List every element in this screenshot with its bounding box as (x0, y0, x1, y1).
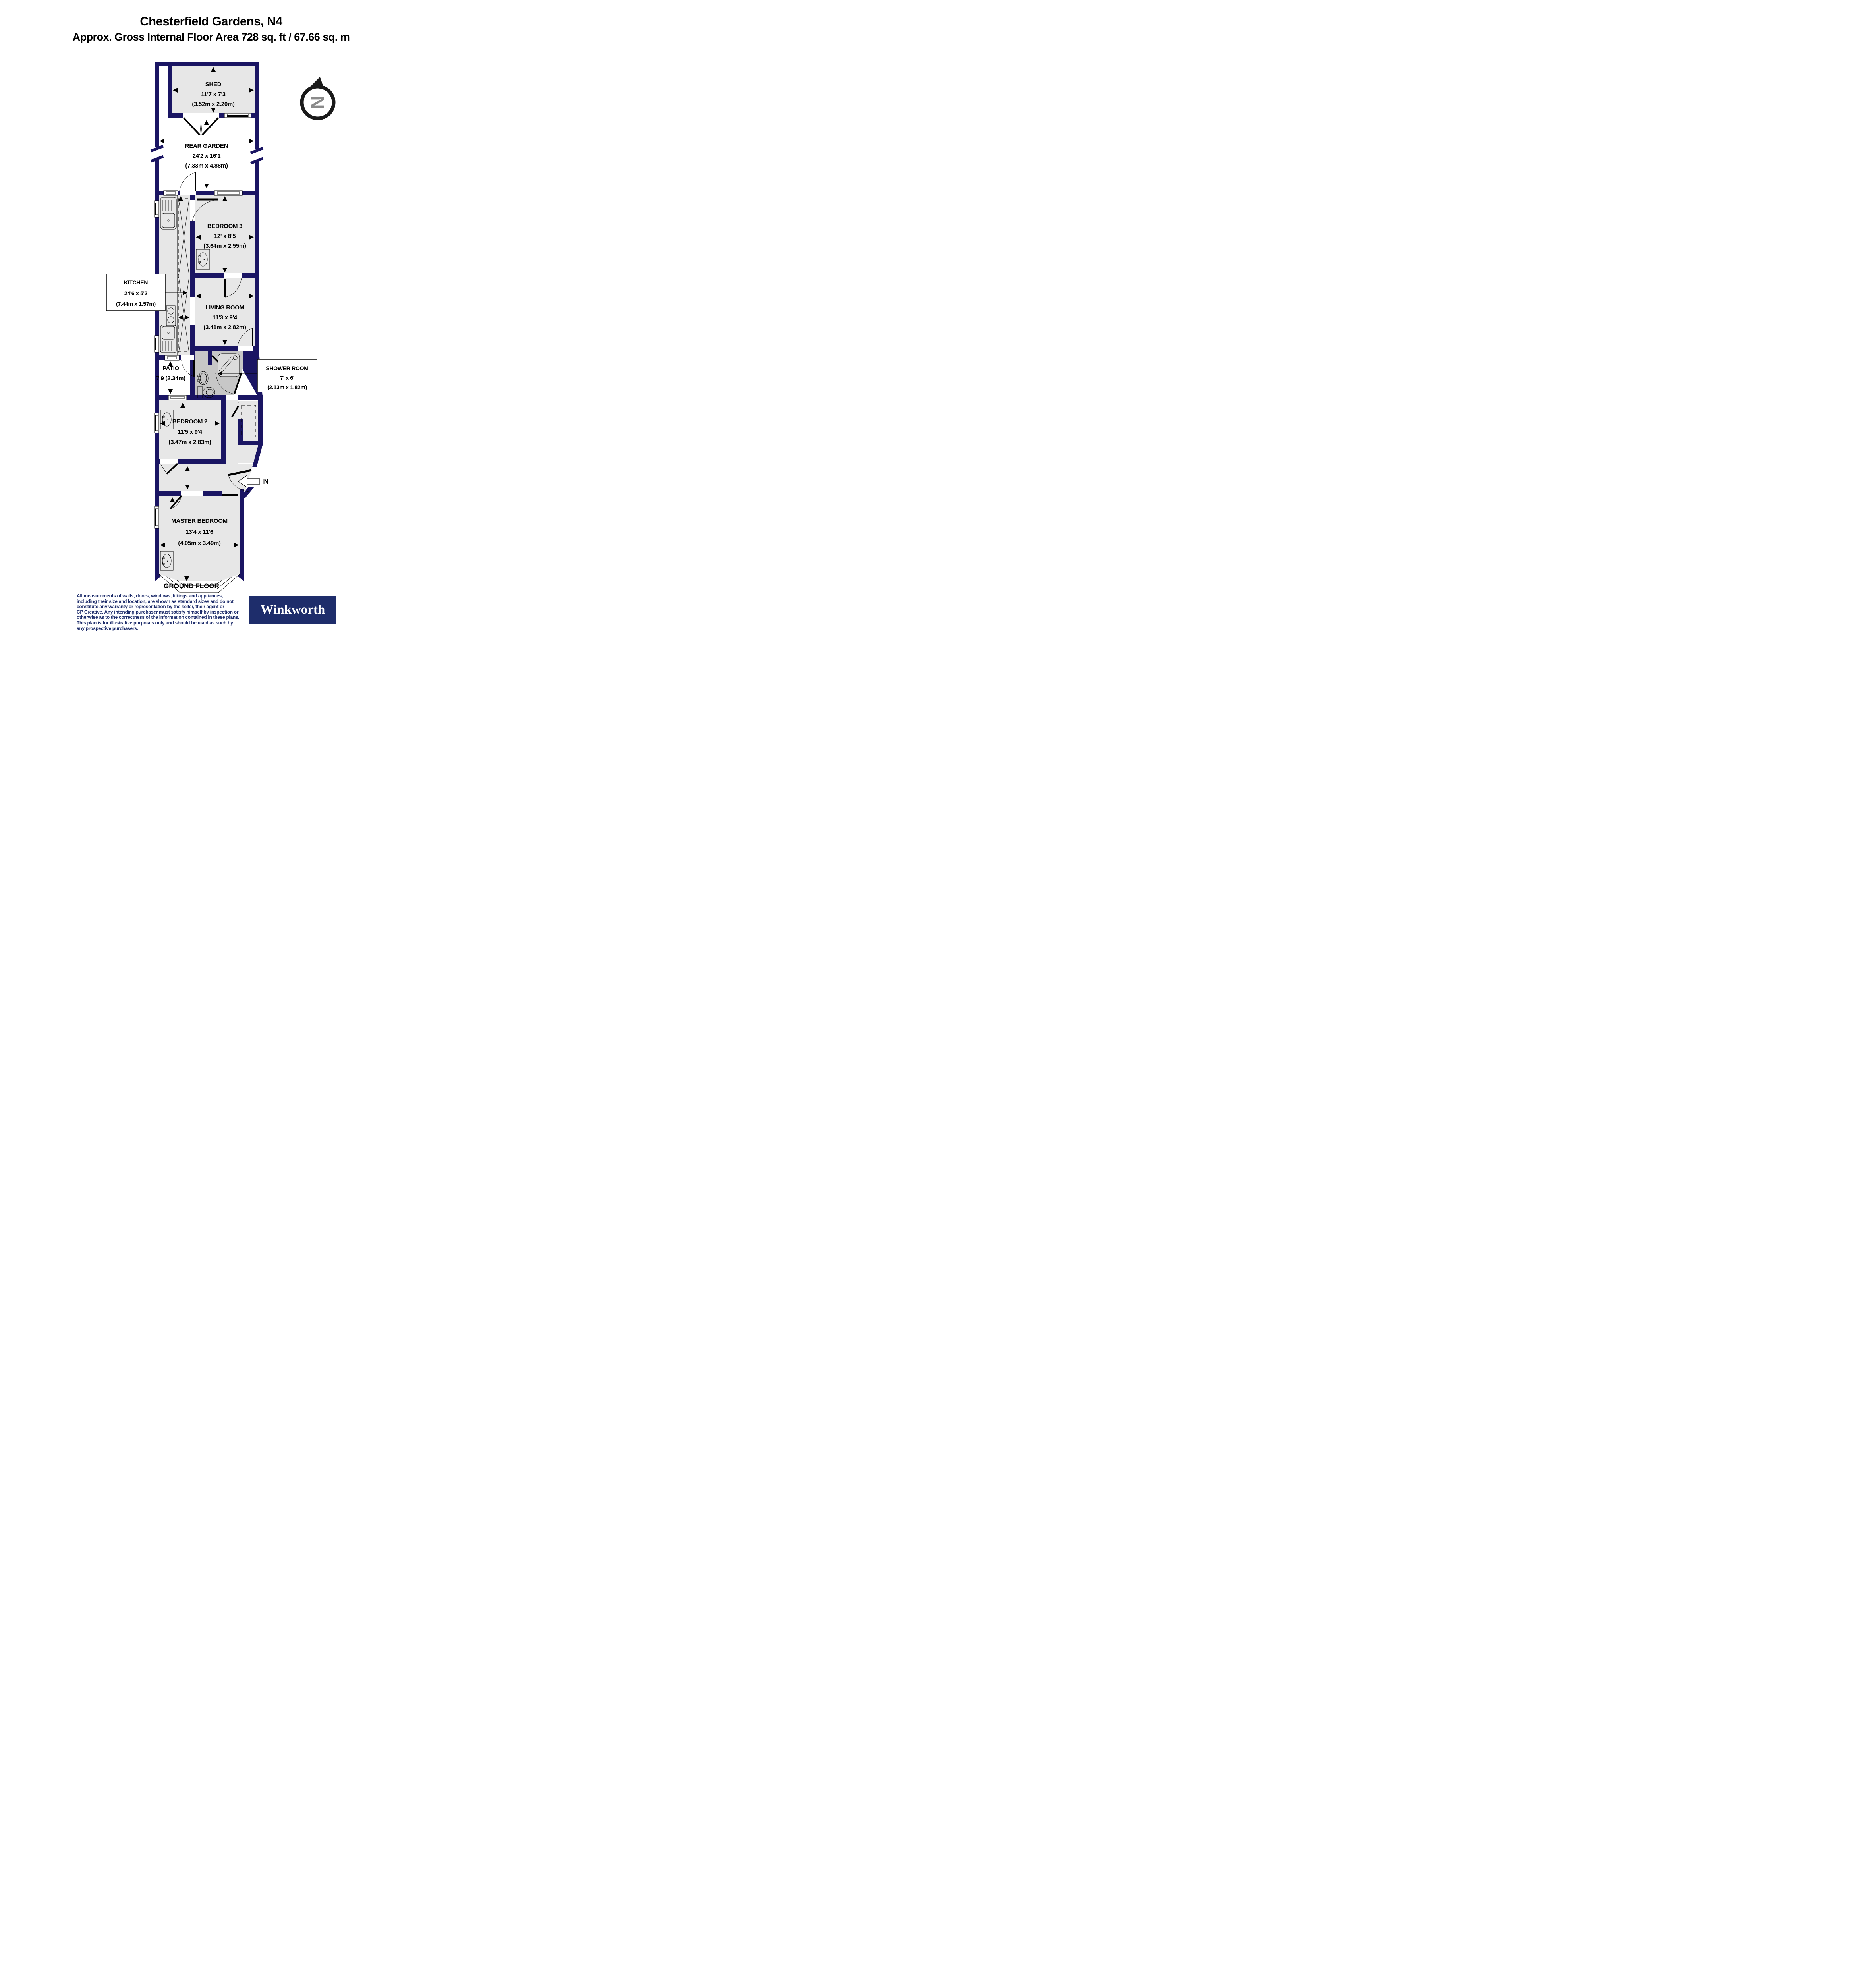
shed-label: SHED (205, 81, 222, 88)
window-icon (168, 395, 187, 400)
page-title: Chesterfield Gardens, N4 (140, 14, 282, 28)
bedroom2-door (160, 463, 178, 475)
disclaimer-line: any prospective purchasers. (77, 625, 138, 631)
window-icon (154, 335, 159, 353)
disclaimer-line: including their size and location, are s… (77, 598, 234, 604)
compass-letter: N (307, 96, 328, 109)
svg-text:11'5 x 9'4: 11'5 x 9'4 (178, 429, 203, 435)
svg-text:(3.47m x 2.83m): (3.47m x 2.83m) (168, 439, 211, 446)
svg-text:(7.44m x 1.57m): (7.44m x 1.57m) (116, 301, 156, 307)
garden-door (179, 172, 196, 191)
svg-text:(3.52m x 2.20m): (3.52m x 2.20m) (192, 101, 235, 108)
svg-text:11'3 x 9'4: 11'3 x 9'4 (213, 314, 238, 321)
svg-text:13'4 x 11'6: 13'4 x 11'6 (185, 529, 213, 535)
basin-icon (196, 249, 210, 270)
toilet-icon (197, 386, 215, 398)
winkworth-logo: Winkworth (249, 596, 336, 624)
master-door (170, 495, 182, 510)
bedroom3-door (192, 198, 218, 221)
hall-floor (155, 464, 253, 496)
entrance-in-arrow: IN (238, 475, 269, 488)
sink-icon (160, 197, 177, 230)
hob-icon (166, 305, 176, 326)
shower-label-box (218, 359, 317, 392)
window-icon (163, 190, 178, 196)
master-floor (159, 496, 240, 574)
living-top-door (224, 278, 242, 298)
floorplan-drawing: IN N SHED 11'7 x 7'3 (3.52m x 2.20m) REA… (106, 62, 336, 593)
in-label: IN (262, 479, 269, 485)
window-icon (224, 113, 251, 118)
svg-text:(2.13m x 1.82m): (2.13m x 1.82m) (267, 384, 307, 390)
svg-text:11'7 x 7'3: 11'7 x 7'3 (201, 91, 226, 98)
fixtures (160, 249, 256, 571)
window-icon (154, 506, 159, 529)
window-icon (154, 200, 159, 218)
floor-label: GROUND FLOOR (164, 582, 219, 590)
basin-icon (160, 551, 174, 571)
shower-label: SHOWER ROOM (266, 365, 308, 371)
patio-door (181, 360, 195, 377)
shed-double-door (183, 117, 219, 136)
bedroom3-floor (195, 195, 255, 273)
room-labels: SHED 11'7 x 7'3 (3.52m x 2.20m) REAR GAR… (116, 81, 309, 547)
svg-text:12' x 8'5: 12' x 8'5 (214, 233, 236, 240)
dimension-arrows (160, 67, 254, 581)
sink-icon (160, 325, 177, 353)
garden-label: REAR GARDEN (185, 143, 228, 149)
disclaimer-line: otherwise as to the correctness of the i… (77, 614, 240, 620)
svg-text:(4.05m x 3.49m): (4.05m x 3.49m) (178, 540, 221, 547)
disclaimer-line: CP Creative. Any intending purchaser mus… (77, 609, 239, 615)
entrance-door (222, 469, 252, 496)
svg-text:7'9 (2.34m): 7'9 (2.34m) (156, 375, 185, 382)
disclaimer-line: constitute any warranty or representatio… (77, 604, 224, 610)
window-icon (164, 355, 180, 361)
wall-openings (160, 113, 253, 496)
basin-icon (197, 371, 209, 385)
in-arrow-icon (238, 475, 260, 488)
cupboard-door (231, 402, 239, 417)
living-bottom-door (237, 328, 253, 346)
shed-floor (172, 66, 255, 113)
disclaimer-text: All measurements of walls, doors, window… (77, 593, 251, 631)
page-subtitle: Approx. Gross Internal Floor Area 728 sq… (72, 31, 350, 43)
master-label: MASTER BEDROOM (171, 518, 228, 524)
patio-label: PATIO (162, 365, 180, 372)
winkworth-logo-text: Winkworth (260, 602, 325, 617)
patio-floor (159, 360, 190, 395)
svg-text:7' x 6': 7' x 6' (280, 375, 294, 381)
svg-text:(3.41m x 2.82m): (3.41m x 2.82m) (203, 324, 246, 331)
svg-text:24'6 x 5'2: 24'6 x 5'2 (124, 290, 148, 296)
disclaimer-line: This plan is for illustrative purposes o… (77, 620, 233, 626)
kitchen-detail (160, 195, 189, 355)
living-label: LIVING ROOM (205, 304, 244, 311)
window-icon (214, 190, 243, 196)
basin-icon (160, 410, 174, 429)
disclaimer-line: All measurements of walls, doors, window… (77, 593, 223, 599)
floorplan-page: Chesterfield Gardens, N4 Approx. Gross I… (0, 0, 422, 633)
bay-window (158, 574, 241, 593)
boiler-cupboard (241, 405, 256, 437)
svg-text:(3.64m x 2.55m): (3.64m x 2.55m) (203, 243, 246, 249)
windows (154, 113, 251, 529)
bedroom3-label: BEDROOM 3 (207, 223, 242, 230)
north-arrow-icon: N (300, 77, 336, 120)
svg-text:24'2 x 16'1: 24'2 x 16'1 (193, 153, 221, 159)
kitchen-label-box (106, 274, 187, 311)
svg-text:(7.33m x 4.88m): (7.33m x 4.88m) (185, 162, 228, 169)
bedroom2-label: BEDROOM 2 (172, 418, 207, 425)
doors (160, 117, 253, 510)
kitchen-label: KITCHEN (124, 279, 148, 286)
shower-tray-icon (218, 353, 240, 377)
window-icon (154, 413, 159, 433)
